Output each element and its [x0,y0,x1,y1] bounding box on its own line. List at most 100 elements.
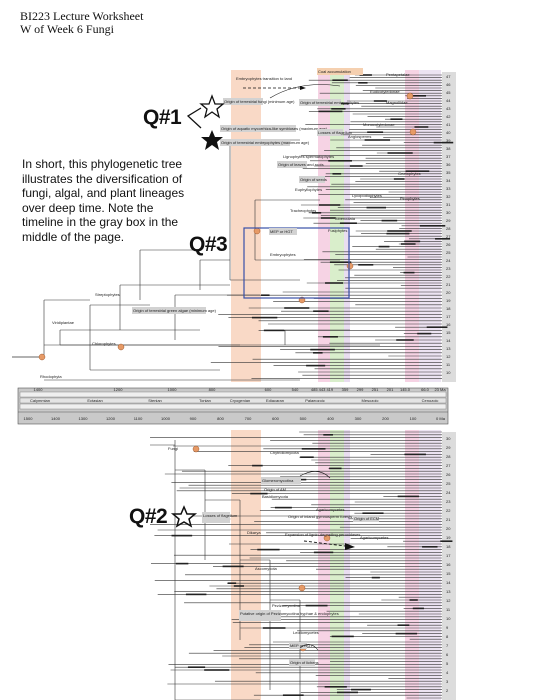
event-box [353,515,379,522]
fungi-event-label: Origin of ECM [354,516,379,521]
clade-number: 11 [446,607,451,612]
age-uncertainty-bar [412,607,424,610]
timeline-upper-tick: 800 [209,387,216,392]
clade-number: 35 [446,170,451,175]
calibration-node [406,92,414,100]
plant-event-label: Origin of terrestrial embryophytes (maxi… [221,140,310,145]
age-uncertainty-bar [362,512,384,514]
band-orange-upper [231,70,261,382]
age-uncertainty-bar [252,464,263,467]
timeline-lower-tick: 500 [300,416,307,421]
timeline-upper-tick: 66.0 [421,387,430,392]
band-purple-lower [344,430,350,700]
clade-number: 18 [446,306,451,311]
age-uncertainty-bar [263,329,285,332]
age-uncertainty-bar [222,565,244,568]
age-uncertainty-bar [390,118,403,120]
clade-number: 28 [446,226,451,231]
band-pink2-lower [405,430,419,700]
timeline-upper-tick: 23 Ma [434,387,446,392]
fungi-event-label: Losses of flagellum [203,513,238,518]
clade-number: 27 [446,234,451,239]
age-uncertainty-bar [284,307,310,309]
age-uncertainty-bar [359,74,372,76]
timeline-era: Palaeozoic [305,398,325,403]
band-orange-lower [231,430,261,700]
age-uncertainty-bar [313,310,329,312]
clade-number: 43 [446,106,451,111]
age-uncertainty-bar [404,453,426,456]
clade-number: 12 [446,354,451,359]
age-uncertainty-bar [306,364,326,367]
timeline-era: Mesozoic [362,398,379,403]
timeline-lower-tick: 1000 [161,416,171,421]
plant-event-label: Origin of terrestrial fungi (minimum age… [224,99,295,104]
age-uncertainty-bar [417,332,432,335]
worksheet-header: BI223 Lecture Worksheet W of Week 6 Fung… [20,10,143,36]
timeline-lower-tick: 1100 [134,416,143,421]
age-uncertainty-bar [261,294,270,296]
age-uncertainty-bar [409,599,418,601]
plant-event-label: Gnetophytes [398,171,421,176]
age-uncertainty-bar [404,240,421,243]
age-uncertainty-bar [358,264,374,266]
plant-event-label: Tuberculata [334,216,356,221]
arrow-head [300,86,306,90]
age-uncertainty-bar [185,593,207,596]
clade-number: 42 [446,114,451,119]
age-uncertainty-bar [300,456,314,458]
plant-event-label: Origin of seeds [300,177,327,182]
age-uncertainty-bar [324,686,347,688]
clade-number: 24 [446,258,451,263]
age-uncertainty-bar [310,348,335,351]
clade-number: 26 [446,242,451,247]
fungi-event-label: Origin of lichens [290,660,319,665]
age-uncertainty-bar [387,230,412,232]
timeline-lower-tick: 900 [190,416,197,421]
plant-event-label: Monocotyledonae [363,122,395,127]
clade-number: 13 [446,589,451,594]
age-uncertainty-bar [332,173,342,175]
event-box [239,610,281,621]
fungi-event-label: Agaricomycetes [316,507,344,512]
age-uncertainty-bar [329,467,342,470]
clade-number: 39 [446,138,451,143]
timeline-upper-tick: 1000 [168,387,178,392]
clade-number: 31 [446,202,451,207]
clade-number: 32 [446,194,451,199]
plant-event-label: Euphyllophytes [295,187,322,192]
age-uncertainty-bar [313,551,334,554]
fungi-event-label: Ascomycota [255,566,278,571]
clade-number: 25 [446,250,451,255]
header-week: W of Week 6 Fungi [20,22,114,36]
fungi-event-label: Expansion of lignin-degrading peroxidase… [285,532,360,537]
clade-number: 30 [446,210,451,215]
clade-number: 7 [446,643,449,648]
age-uncertainty-bar [257,548,280,551]
timeline-era: Stenian [148,398,162,403]
clade-number: 20 [446,290,451,295]
clade-number: 30 [446,436,451,441]
plant-event-label: Tracheophytes [290,208,316,213]
event-box [132,307,206,314]
plant-event-label: Chlorophytes [92,341,116,346]
clade-number: 47 [446,74,451,79]
arrow-head [345,543,355,550]
fungi-event-label: Fungi [168,446,178,451]
plant-event-label: Origin of terrestrial green algae (minim… [133,308,217,313]
age-uncertainty-bar [331,108,346,110]
fungi-event-label: Chytridiomycota [270,450,299,455]
fungi-event-label: Glomeromycotina [262,478,294,483]
clade-number: 36 [446,162,451,167]
age-uncertainty-bar [381,219,398,222]
curved-arrow [299,644,319,651]
band-purple-upper [344,70,350,382]
clade-number: 20 [446,526,451,531]
clade-number: 5 [446,661,449,666]
timeline-upper-tick: 1200 [114,387,124,392]
age-uncertainty-bar [305,604,328,607]
timeline-lower-tick: 1400 [51,416,61,421]
clade-number: 8 [446,634,449,639]
timeline-era: Ectasian [87,398,102,403]
